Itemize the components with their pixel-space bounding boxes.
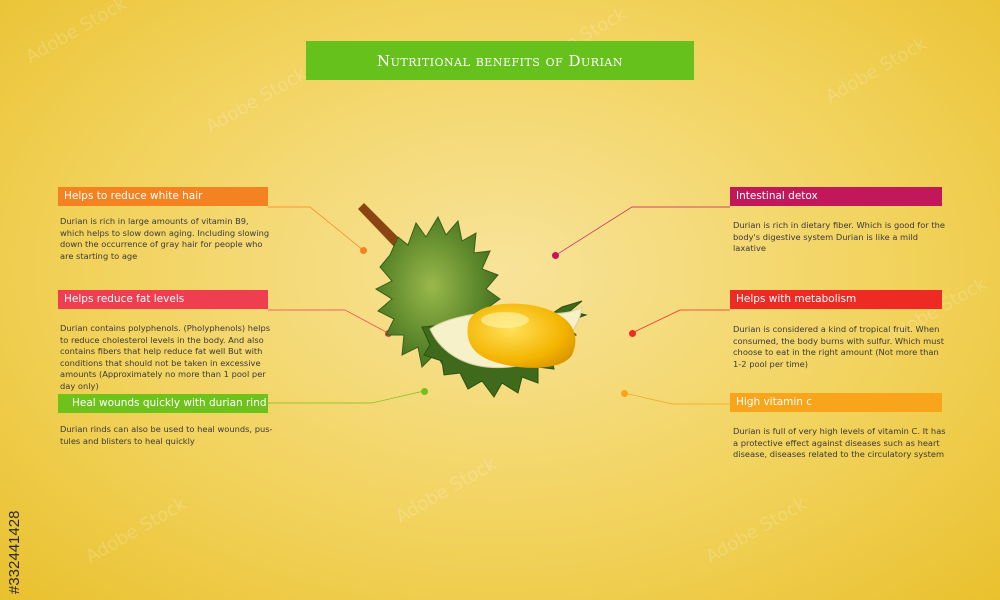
benefit-desc-intestinal-detox: Durian is rich in dietary fiber. Which i… xyxy=(733,220,945,254)
benefit-desc-fat-levels: Durian contains polyphenols. (Pholypheno… xyxy=(60,323,271,391)
connector-dot xyxy=(629,330,636,337)
benefit-desc-white-hair: Durian is rich in large amounts of vitam… xyxy=(60,216,270,261)
benefit-desc-heal-wounds: Durian rinds can also be used to heal wo… xyxy=(60,424,273,446)
connector-dot xyxy=(421,388,428,395)
benefit-label-intestinal-detox: Intestinal detox xyxy=(730,187,942,206)
benefit-label-vitamin-c: High vitamin c xyxy=(730,393,942,412)
connector-dot xyxy=(552,252,559,259)
page-title: Nutritional benefits of Durian xyxy=(306,41,694,80)
durian-illustration xyxy=(358,203,588,398)
benefit-label-fat-levels: Helps reduce fat levels xyxy=(58,290,268,309)
benefit-desc-metabolism: Durian is considered a kind of tropical … xyxy=(733,324,944,369)
benefit-desc-vitamin-c: Durian is full of very high levels of vi… xyxy=(733,426,946,460)
benefit-label-white-hair: Helps to reduce white hair xyxy=(58,187,268,206)
stem xyxy=(358,203,408,253)
connector-dot xyxy=(360,247,367,254)
benefit-label-heal-wounds: Heal wounds quickly with durian rind xyxy=(58,394,268,413)
connector-dot xyxy=(621,390,628,397)
benefit-label-metabolism: Helps with metabolism xyxy=(730,290,942,309)
svg-text:#332441428: #332441428 xyxy=(6,511,23,594)
stock-id-label: #332441428 xyxy=(6,511,23,594)
